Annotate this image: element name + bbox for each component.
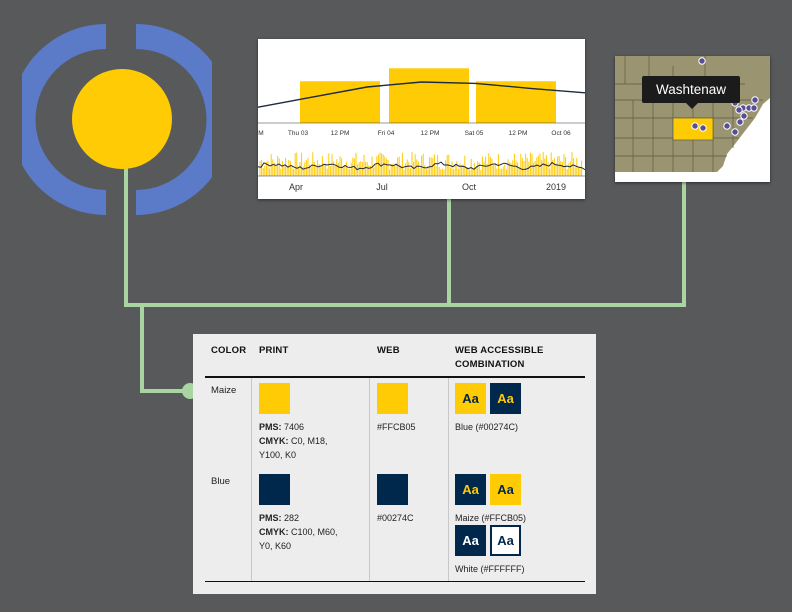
lower-tick-label: Apr (289, 182, 303, 192)
logo-ring-left (22, 24, 106, 215)
time-series-chart: M Thu 03 12 PM Fri 04 12 PM Sat 05 12 PM Oct 06… (257, 68, 586, 192)
map-card (615, 56, 770, 182)
lower-tick-label: Jul (376, 182, 388, 192)
header-combination-line1: WEB ACCESSIBLE (455, 345, 544, 356)
maize-web-swatch (377, 383, 408, 414)
blue-bg-maize-text-sample: Aa (455, 474, 486, 505)
logo-maize-dot (72, 69, 172, 169)
logo-ring-right (136, 24, 212, 215)
blue-combo-caption-maize: Maize (#FFCB05) (455, 513, 527, 523)
upper-tick-label: Thu 03 (288, 130, 309, 137)
tooltip-arrow (686, 103, 698, 109)
blue-on-maize-sample: Aa (490, 383, 521, 414)
header-print: PRINT (259, 345, 289, 356)
bar-0 (300, 81, 380, 123)
blue-print-swatch (259, 474, 290, 505)
overview-line (257, 161, 586, 171)
blue-web-swatch (377, 474, 408, 505)
county-tooltip: Washtenaw (642, 76, 740, 103)
upper-tick-label: M (258, 130, 263, 137)
header-combination-line2: COMBINATION (455, 359, 525, 370)
upper-tick-label: 12 PM (421, 130, 440, 137)
row-blue-name: Blue (211, 476, 231, 487)
upper-tick-label: Fri 04 (378, 130, 395, 137)
maize-bg-blue-text-sample: Aa (490, 474, 521, 505)
upper-tick-label: Oct 06 (551, 130, 571, 137)
header-color: COLOR (211, 345, 247, 356)
color-palette-table: COLOR PRINT WEB WEB ACCESSIBLE COMBINATI… (193, 334, 596, 594)
bar-2 (476, 81, 556, 123)
maize-print-swatch (259, 383, 290, 414)
lower-tick-label: Oct (462, 182, 477, 192)
blue-web-hex: #00274C (377, 513, 414, 523)
maize-on-blue-sample: Aa (455, 383, 486, 414)
white-bg-blue-text-sample: Aa (490, 525, 521, 556)
blue-print-spec: PMS: 282 CMYK: C100, M60, Y0, K60 (259, 513, 338, 551)
footer-rule (205, 581, 585, 582)
maize-web-hex: #FFCB05 (377, 422, 416, 432)
bar-1 (389, 68, 469, 123)
header-combination: WEB ACCESSIBLE COMBINATION (455, 344, 543, 372)
maize-print-spec: PMS: 7406 CMYK: C0, M18, Y100, K0 (259, 422, 328, 460)
circle-logo-icon (22, 24, 212, 215)
header-web: WEB (377, 345, 400, 356)
trend-line (257, 81, 586, 108)
lower-tick-label: 2019 (546, 182, 566, 192)
blue-combo-caption-white: White (#FFFFFF) (455, 564, 525, 574)
chart-card: M Thu 03 12 PM Fri 04 12 PM Sat 05 12 PM Oct 06… (257, 39, 586, 199)
upper-tick-label: 12 PM (509, 130, 528, 137)
blue-bg-white-text-sample: Aa (455, 525, 486, 556)
county-map (615, 56, 770, 172)
header-rule (205, 376, 585, 378)
row-maize-name: Maize (211, 385, 237, 396)
maize-combo-caption: Blue (#00274C) (455, 422, 519, 432)
upper-tick-label: 12 PM (331, 130, 350, 137)
upper-tick-label: Sat 05 (465, 130, 484, 137)
